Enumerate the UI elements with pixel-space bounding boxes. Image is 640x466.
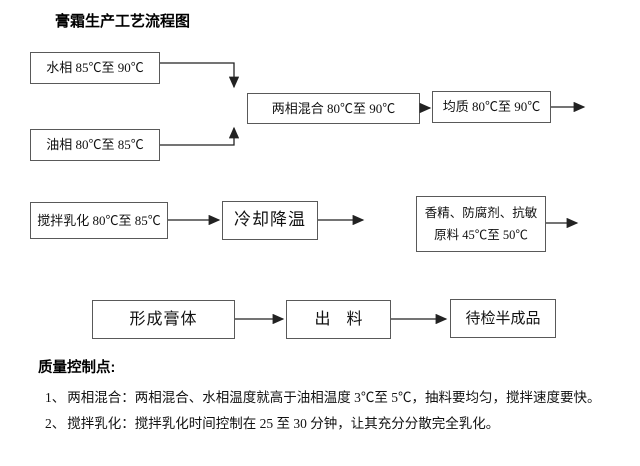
flow-node-two-phase-mixing: 两相混合 80℃至 90℃ [247,93,420,124]
note-text: 两相混合：两相混合、水相温度就高于油相温度 3℃至 5℃，抽料要均匀，搅拌速度要… [67,390,601,405]
quality-note-item-1: 1、 两相混合：两相混合、水相温度就高于油相温度 3℃至 5℃，抽料要均匀，搅拌… [38,385,626,410]
flow-node-stir-emulsify: 搅拌乳化 80℃至 85℃ [30,202,168,239]
note-text: 搅拌乳化：搅拌乳化时间控制在 25 至 30 分钟，让其充分分散完全乳化。 [67,416,500,431]
flow-node-homogenize: 均质 80℃至 90℃ [432,91,551,123]
flow-node-cooling: 冷却降温 [222,201,318,240]
arrow-oil-to-mix [160,126,240,146]
quality-notes-section: 质量控制点: 1、 两相混合：两相混合、水相温度就高于油相温度 3℃至 5℃，抽… [38,356,626,437]
flow-node-additives: 香精、防腐剂、抗敏 原料 45℃至 50℃ [416,196,546,252]
note-number: 1、 [45,390,66,405]
note-number: 2、 [45,416,66,431]
flow-node-discharge: 出 料 [286,300,391,339]
page-title: 膏霜生产工艺流程图 [55,13,191,30]
flow-node-additives-line1: 香精、防腐剂、抗敏 [424,206,538,220]
flow-node-form-cream: 形成膏体 [92,300,235,339]
flow-node-water-phase: 水相 85℃至 90℃ [30,52,160,84]
quality-note-item-2: 2、 搅拌乳化：搅拌乳化时间控制在 25 至 30 分钟，让其充分分散完全乳化。 [38,411,626,436]
flow-node-oil-phase: 油相 80℃至 85℃ [30,129,160,161]
quality-notes-heading: 质量控制点: [38,360,116,376]
flow-node-semi-finished: 待检半成品 [450,299,556,338]
arrow-water-to-mix [160,62,240,89]
flow-node-additives-line2: 原料 45℃至 50℃ [434,228,528,242]
